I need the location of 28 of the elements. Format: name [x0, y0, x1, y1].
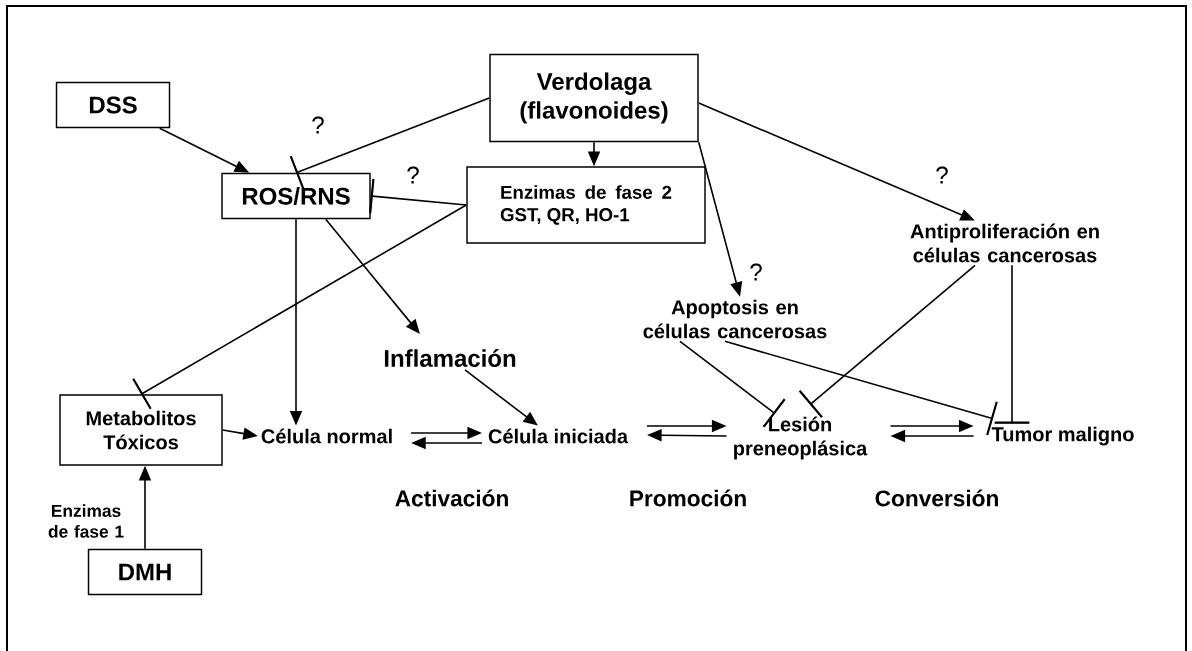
process-box: DMH [87, 548, 203, 596]
edge-label: ? [405, 165, 421, 185]
edge-label: ? [310, 115, 326, 135]
node-label: Inflamación [384, 349, 516, 367]
node-label: Célula normal [261, 428, 392, 444]
node-label: Apoptosis en células cancerosas [643, 299, 827, 339]
inhibition-line [994, 264, 1030, 424]
inhibition-line [289, 97, 491, 189]
stage-label: Promoción [630, 489, 746, 507]
inhibition-line [679, 340, 786, 428]
stage-label: Activación [395, 489, 508, 507]
process-box: Verdolaga (flavonoides) [489, 53, 699, 143]
process-box: DSS [55, 81, 171, 129]
process-box: Enzimas de fase 2 GST, QR, HO-1 [466, 166, 706, 244]
node-label: Lesión preneoplásica [734, 416, 868, 460]
inhibition-line [369, 178, 468, 214]
inhibition-line [724, 340, 998, 436]
node-label: Tumor maligno [991, 426, 1134, 446]
process-box: ROS/RNS [221, 172, 371, 220]
inhibition-line [132, 204, 468, 410]
edge-label: ? [748, 262, 764, 282]
node-label: Antiproliferación en células cancerosas [910, 223, 1099, 263]
node-label: Célula iniciada [488, 428, 629, 444]
stage-label: Conversión [875, 489, 998, 507]
arrow [464, 369, 538, 426]
edge-label: Enzimas de fase 1 [39, 502, 133, 540]
process-box: Metabolitos Tóxicos [59, 394, 223, 466]
edge-label: ? [934, 165, 950, 185]
